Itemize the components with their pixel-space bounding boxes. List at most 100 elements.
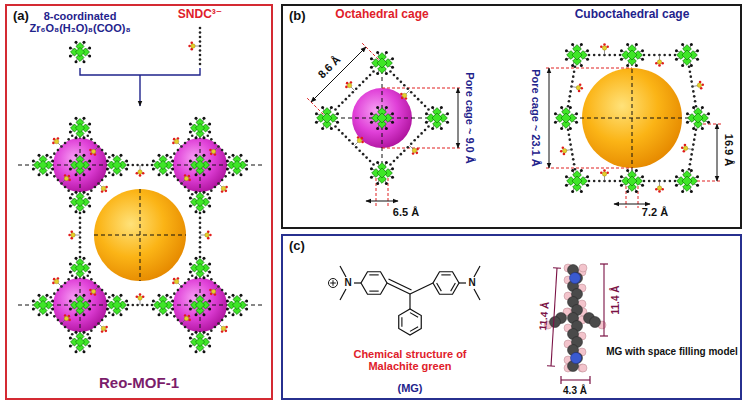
carbon-atom [568,297,579,308]
sulfonate-oxygen [699,81,702,84]
linker-atom [588,180,591,183]
oxygen-atom [690,64,693,67]
linker-atom [199,58,202,61]
carbon-atom [568,361,579,372]
oxygen-atom [158,313,161,316]
carboxylate-bond [80,118,84,128]
carboxylate-bond [698,118,709,122]
dimension-label: 11.4 Å [610,286,621,315]
linker-atom [199,217,202,220]
carboxylate-bond [80,198,90,202]
carboxylate-bond [117,165,121,175]
linker-atom [136,164,139,167]
sulfonate-oxygen [89,149,92,152]
zr-polyhedron [233,296,241,304]
sndc-linker [206,171,230,195]
sulfonate-oxygen [57,137,60,140]
oxygen-atom [675,184,678,187]
carboxylate-bond [190,342,200,346]
carboxylate-bond [683,181,687,192]
carboxylate-bond [80,268,84,278]
oxygen-atom [376,51,379,54]
zr-polyhedron [82,161,90,169]
zr-polyhedron [71,301,79,309]
linker-atom [101,149,104,152]
linker-atom [369,160,372,163]
cage-axis [237,165,262,166]
oxygen-atom [189,123,192,126]
linker-atom [177,179,180,182]
oxygen-atom [75,257,78,260]
zr6-cluster [315,106,339,130]
oxygen-atom [45,154,48,157]
sulfur-atom [576,86,580,90]
linker-atom [648,180,651,183]
carbon-atom [572,289,583,300]
sulfonate-oxygen [683,150,686,153]
panel-a-frame: (a)Reo-MOF-1 [5,4,273,400]
zr-polyhedron [627,176,637,186]
linker-atom [210,278,213,281]
oxygen-atom [208,263,211,266]
carboxylate-bond [683,44,687,55]
zr-polyhedron [112,300,121,309]
sndc-linker [86,274,110,298]
linker-atom [104,175,107,178]
oxygen-atom [88,337,91,340]
linker-atom [177,149,180,152]
carboxylate-bond [316,114,327,118]
oxygen-atom [88,197,91,200]
carboxylate-bond [200,342,210,346]
carboxylate-bond [327,114,338,118]
linker-atom [132,304,135,307]
carboxylate-bond [200,342,204,352]
carboxylate-bond [687,181,691,192]
oxygen-atom [189,167,192,170]
sulfonate-bond [177,282,182,287]
carboxylate-bond [378,118,382,129]
linker-atom [146,164,149,167]
sulfonate-bond [193,46,200,47]
carboxylate-bond [159,165,163,175]
linker-atom [674,54,677,57]
sulfonate-oxygen [606,171,609,174]
dimension-arrow [458,88,459,148]
sndc-linker [49,311,73,335]
carboxylate-bond [566,118,577,122]
zr-polyhedron [82,48,90,56]
oxygen-atom [75,41,78,44]
carboxylate-bond [698,107,702,118]
oxygen-atom [189,130,192,133]
oxygen-atom [88,130,91,133]
linker-atom [348,139,351,142]
linker-atom [108,156,111,159]
oxygen-atom [560,127,563,130]
oxygen-atom [208,167,211,170]
linker-atom [570,85,573,88]
linker-atom [351,91,354,94]
carboxylate-bond [196,295,200,305]
linker-atom [358,149,361,152]
oxygen-atom [569,127,572,130]
zr-polyhedron [233,167,241,175]
linker-atom [608,54,611,57]
sulfonate-oxygen [188,45,191,48]
linker-atom [568,133,571,136]
carbon-atom [568,345,579,356]
oxygen-atom [208,300,211,303]
sndc-linker [169,171,193,195]
sulfur-atom [191,44,195,48]
oxygen-atom [370,167,373,170]
zr6-cluster [189,154,211,176]
sulfonate-oxygen [139,174,142,177]
sndc-linker [86,171,110,195]
linker-atom [365,156,368,159]
oxygen-atom [69,300,72,303]
oxygen-atom [69,197,72,200]
linker-atom [603,180,606,183]
carboxylate-bond [43,165,53,169]
oxygen-atom [232,173,235,176]
linker-atom [127,304,130,307]
sulfonate-oxygen [190,42,193,45]
